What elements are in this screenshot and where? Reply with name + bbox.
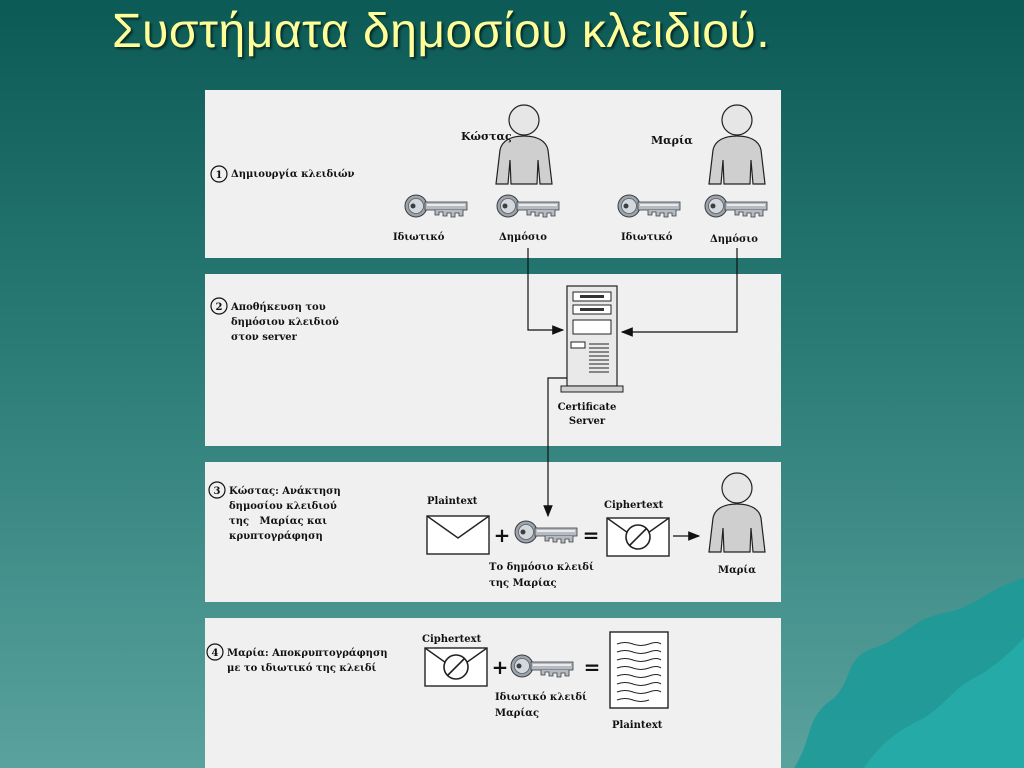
panel-3 [205, 462, 781, 602]
kostas-public-label: Δημόσιο [499, 232, 547, 243]
step4-plus: + [492, 655, 509, 679]
svg-text:4: 4 [212, 648, 219, 659]
panel-2 [205, 274, 781, 446]
arrow-maria-to-server [620, 248, 738, 337]
step4-key-label-line2: Μαρίας [495, 708, 539, 719]
svg-text:κρυπτογράφηση: κρυπτογράφηση [229, 531, 323, 542]
step-4-label: 4 Μαρία: Αποκρυπτογράφηση με το ιδιωτικό… [206, 643, 388, 674]
svg-text:της Μαρίας και: της Μαρίας και [229, 516, 327, 527]
step3-plaintext-envelope-icon [426, 515, 490, 555]
step-2-label: 2 Αποθήκευση του δημόσιου κλειδιού στον … [210, 297, 339, 343]
svg-text:με το ιδιωτικό της κλειδί: με το ιδιωτικό της κλειδί [227, 663, 377, 674]
kostas-label: Κώστας [461, 130, 512, 143]
svg-text:2: 2 [216, 302, 223, 313]
maria-private-label: Ιδιωτικό [621, 232, 673, 243]
svg-text:δημοσίου κλειδιού: δημοσίου κλειδιού [229, 501, 337, 512]
maria-label: Μαρία [651, 134, 693, 147]
maria-public-label: Δημόσιο [710, 234, 758, 245]
panel-1 [205, 90, 781, 258]
svg-text:Μαρία: Αποκρυπτογράφηση: Μαρία: Αποκρυπτογράφηση [227, 648, 388, 659]
step4-key-label-line1: Ιδιωτικό κλειδί [495, 692, 587, 703]
step3-maria-label: Μαρία [718, 565, 756, 576]
step4-ciphertext-envelope-icon [424, 647, 488, 687]
step4-equals: = [584, 655, 601, 679]
step3-ciphertext-label: Ciphertext [604, 500, 664, 511]
panel-4 [205, 618, 781, 768]
step4-ciphertext-label: Ciphertext [422, 634, 482, 645]
svg-text:1: 1 [216, 170, 223, 181]
decorative-waves [794, 578, 1024, 768]
slide-title: Συστήματα δημοσίου κλειδιού. [112, 5, 771, 58]
public-key-diagram: 1 Δημιουργία κλειδιών 2 Αποθήκευση του δ… [205, 90, 781, 768]
svg-text:Δημιουργία κλειδιών: Δημιουργία κλειδιών [231, 169, 355, 180]
step-3-label: 3 Κώστας: Ανάκτηση δημοσίου κλειδιού της… [208, 481, 341, 542]
server-label-line2: Server [569, 416, 606, 427]
step-1-label: 1 Δημιουργία κλειδιών [210, 165, 355, 183]
svg-text:Κώστας: Ανάκτηση: Κώστας: Ανάκτηση [229, 486, 341, 497]
svg-text:3: 3 [214, 486, 221, 497]
step3-key-label-line1: Το δημόσιο κλειδί [489, 562, 594, 573]
server-label-line1: Certificate [558, 402, 617, 413]
step3-plaintext-label: Plaintext [427, 496, 478, 507]
step4-plaintext-document-icon [609, 631, 669, 709]
kostas-private-label: Ιδιωτικό [393, 232, 445, 243]
step4-plaintext-label: Plaintext [612, 720, 663, 731]
certificate-server-icon [560, 285, 624, 393]
svg-text:Αποθήκευση του: Αποθήκευση του [230, 302, 326, 313]
svg-text:στον server: στον server [231, 332, 298, 343]
arrow-server-to-key [543, 377, 567, 518]
arrow-kostas-to-server [527, 248, 565, 335]
step3-plus: + [494, 523, 511, 547]
step3-key-label-line2: της Μαρίας [489, 578, 557, 589]
step3-equals: = [583, 523, 600, 547]
step3-ciphertext-envelope-icon [606, 517, 670, 557]
svg-text:δημόσιου κλειδιού: δημόσιου κλειδιού [231, 317, 339, 328]
